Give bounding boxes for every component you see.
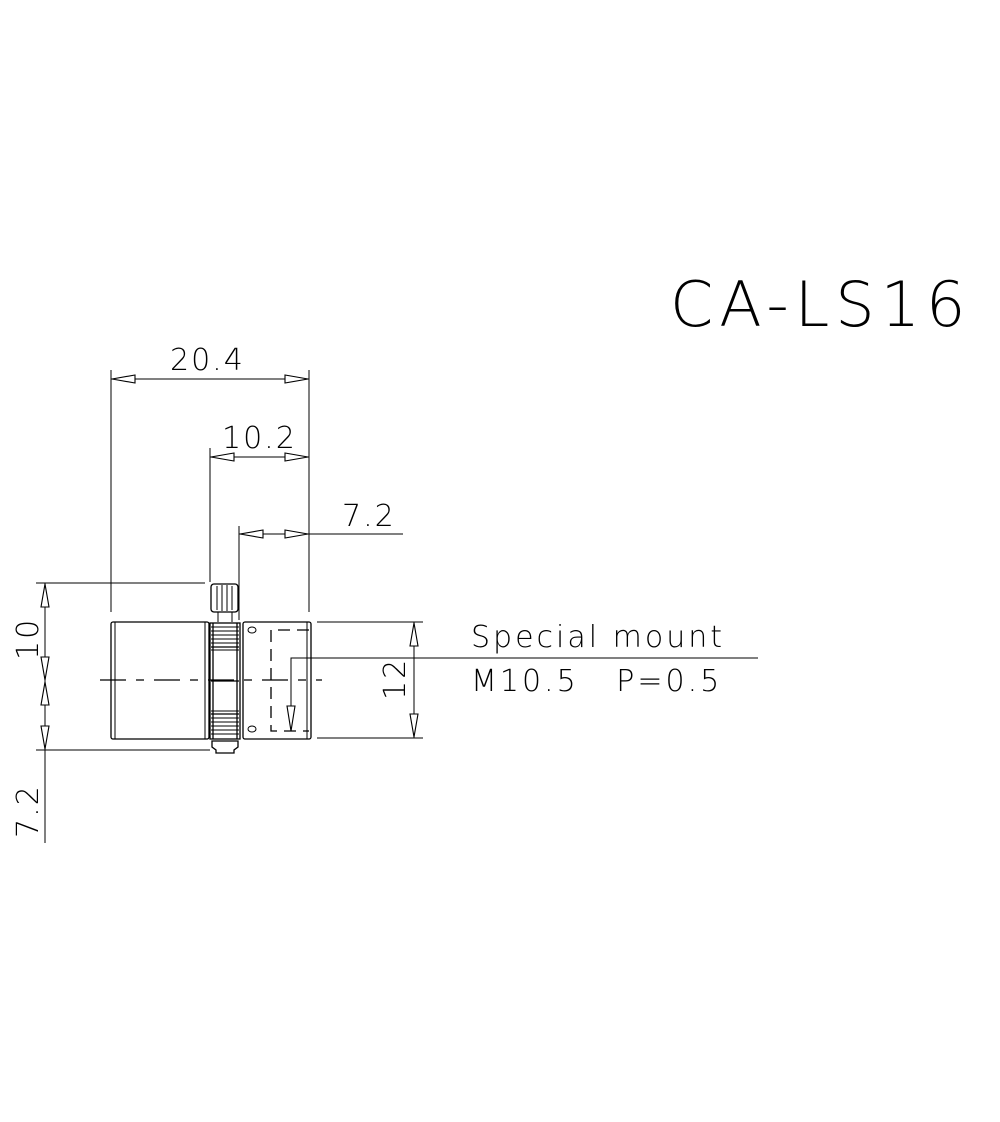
dimension-mount-depth: 7.2 [238,499,403,620]
dimension-mount-diameter: 12 [317,621,423,739]
dimension-left-vertical: 10 7.2 [11,582,210,843]
lock-screw [210,583,239,622]
knurl-bottom [211,710,239,735]
dim-7-2-left-label: 7.2 [11,784,46,838]
lens-body [100,583,758,754]
knurl-top [211,626,239,651]
dim-12-label: 12 [378,658,413,700]
note-line-2: M10.5 P=0.5 [471,664,722,699]
dim-10-2-label: 10.2 [222,421,297,456]
dim-20-4-label: 20.4 [170,343,245,378]
dim-10-label: 10 [11,618,46,660]
dimension-ring-to-flange: 10.2 [209,421,309,582]
dimension-overall-length: 20.4 [110,343,310,612]
note-line-1: Special mount [471,620,725,655]
drawing-title: CA-LS16 [670,268,972,341]
dim-7-2-top-label: 7.2 [342,499,396,534]
mount-note: Special mount M10.5 P=0.5 [471,620,725,699]
